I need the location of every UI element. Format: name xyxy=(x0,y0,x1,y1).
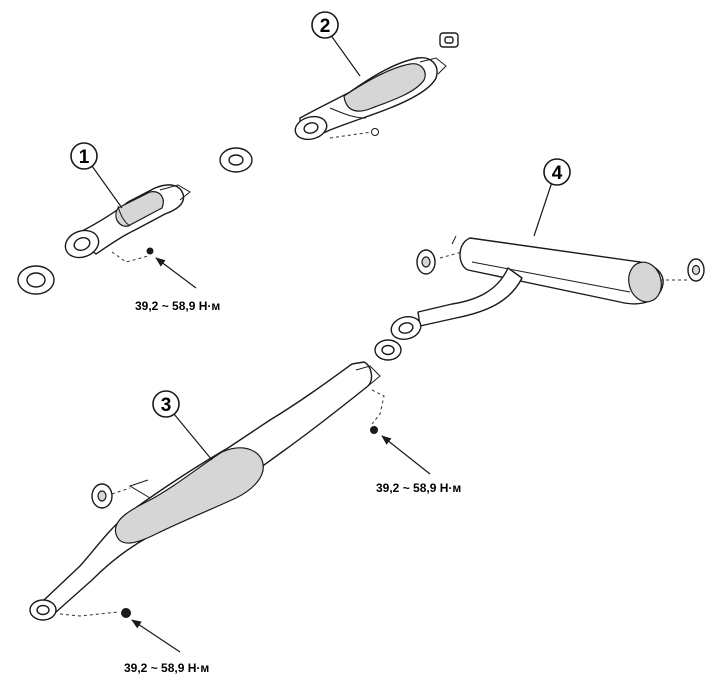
torque-label-front-pipe: 39,2 ~ 58,9 Н·м xyxy=(135,299,220,313)
gasket-center xyxy=(219,147,253,173)
callout-3: 3 xyxy=(152,390,213,461)
nut-part-1 xyxy=(146,247,154,255)
nut-part-3-upper xyxy=(370,426,378,434)
callout-number-2: 2 xyxy=(320,16,331,37)
part-4-rear-muffler xyxy=(417,235,690,327)
nut-part-3-lower xyxy=(121,608,131,618)
torque-label-rear-flange: 39,2 ~ 58,9 Н·м xyxy=(124,661,209,675)
part-3-center-pipe xyxy=(29,361,385,621)
torque-arrow-2 xyxy=(381,435,431,475)
gasket-lower-left xyxy=(17,265,55,295)
hanger-right-muffler xyxy=(687,258,705,282)
gasket-top-right xyxy=(439,32,459,48)
part-1-front-pipe xyxy=(64,184,191,263)
callout-4: 4 xyxy=(533,158,571,237)
callout-1: 1 xyxy=(70,142,123,209)
part-2-catalytic-converter xyxy=(294,57,447,141)
torque-arrow-3 xyxy=(131,619,181,653)
gasket-joint-lower xyxy=(374,339,402,361)
callout-number-4: 4 xyxy=(552,163,563,184)
callout-number-3: 3 xyxy=(161,395,172,416)
nut-part-2 xyxy=(371,128,379,136)
callout-number-1: 1 xyxy=(79,147,90,168)
hanger-left-muffler xyxy=(416,249,436,275)
hanger-center-pipe xyxy=(91,483,113,509)
callout-2: 2 xyxy=(311,11,361,77)
torque-label-center-joint: 39,2 ~ 58,9 Н·м xyxy=(376,481,461,495)
torque-arrow-1 xyxy=(155,257,197,289)
gasket-joint-upper xyxy=(390,315,422,341)
